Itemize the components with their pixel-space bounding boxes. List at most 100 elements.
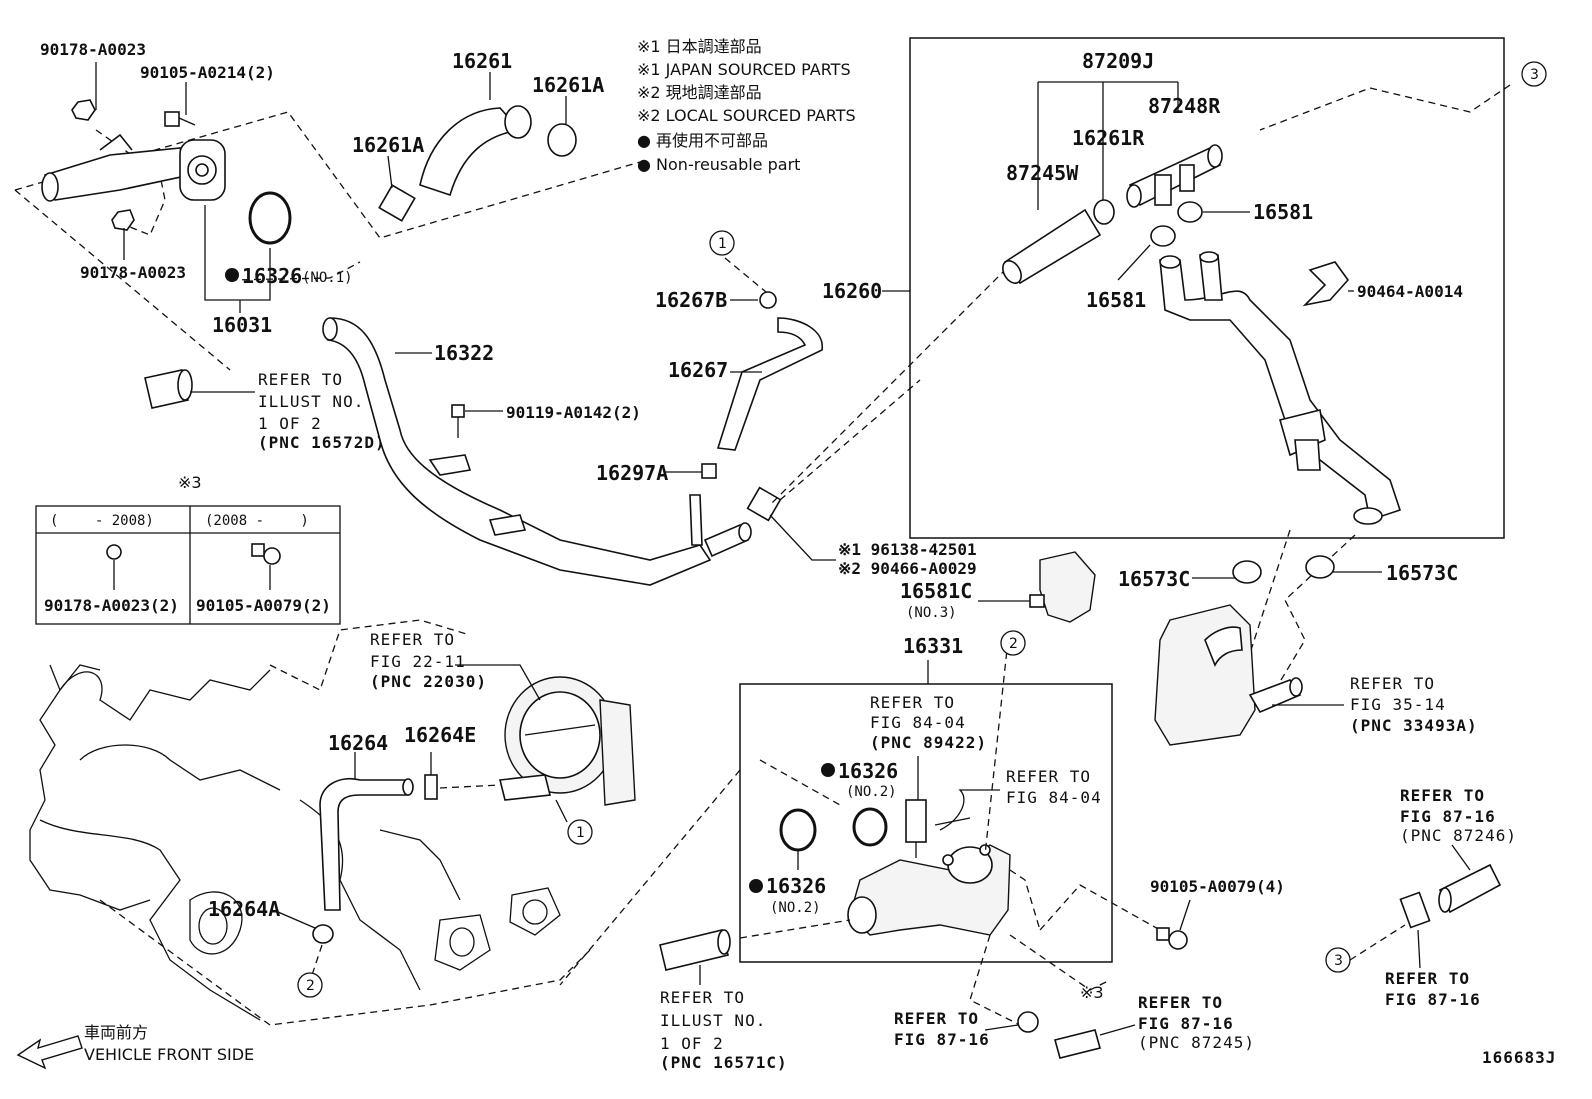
callout-number: 2 — [306, 978, 315, 994]
clamp-icon — [1399, 891, 1431, 929]
label-90119-a0142: 90119-A0142(2) — [506, 403, 641, 422]
ref-fig35-3: (PNC 33493A) — [1350, 716, 1478, 735]
clamp-icon — [1017, 1011, 1039, 1033]
ref-fig84b-2: FIG 84-04 — [1006, 788, 1102, 807]
pipe-stub — [1054, 1029, 1101, 1059]
ref-illust-16572d-4: (PNC 16572D) — [258, 433, 386, 452]
label-16264: 16264 — [328, 731, 388, 755]
callout-number: 2 — [1009, 636, 1018, 652]
ref-fig84a-1: REFER TO — [870, 693, 955, 712]
label-90178-a0023-mid: 90178-A0023 — [80, 263, 186, 282]
label-87209j: 87209J — [1082, 49, 1154, 73]
clamp-icon — [701, 463, 717, 479]
clamp-icon — [424, 774, 438, 800]
non-reusable-dot — [225, 268, 239, 282]
cooler-outlet — [1248, 679, 1302, 714]
clamp-icon — [1150, 225, 1176, 247]
legend-japan-en: ※1 JAPAN SOURCED PARTS — [637, 60, 851, 79]
label-90105-a0214: 90105-A0214(2) — [140, 63, 275, 82]
label-16261: 16261 — [452, 49, 512, 73]
clamp-icon — [1232, 560, 1262, 584]
ref-fig87a-2: FIG 87-16 — [1400, 807, 1496, 826]
label-90466-a0029: ※2 90466-A0029 — [838, 559, 977, 578]
callout-circle-3 — [1521, 61, 1547, 87]
hose-assembly-16260-parts — [1002, 81, 1402, 525]
callout-circle-1 — [709, 230, 735, 256]
clamp-icon — [759, 291, 777, 309]
ref-illust-16571c-2: ILLUST NO. — [660, 1011, 766, 1030]
water-inlet-group — [559, 639, 1161, 1026]
label-16581c: 16581C — [900, 579, 972, 603]
ref-fig87c-1: REFER TO — [894, 1009, 979, 1028]
callout-circle-1 — [567, 819, 593, 845]
bracket — [428, 454, 472, 476]
temperature-sensor — [905, 799, 927, 843]
label-90178-a0023-top: 90178-A0023 — [40, 40, 146, 59]
legend-nonreusable-en: ● Non-reusable part — [637, 155, 800, 174]
ref-illust-16572d-1: REFER TO — [258, 370, 343, 389]
ref-fig35-2: FIG 35-14 — [1350, 695, 1446, 714]
clamp-icon — [378, 184, 416, 222]
ref-fig35-1: REFER TO — [1350, 674, 1435, 693]
ref-fig87a-3: (PNC 87246) — [1400, 826, 1517, 845]
mark-3-bottom: ※3 — [1080, 983, 1104, 1002]
hose-16260 — [1159, 259, 1402, 522]
label-16267b: 16267B — [655, 288, 727, 312]
front-label-jp: 車両前方 — [84, 1023, 148, 1042]
ref-fig87d-3: (PNC 87245) — [1138, 1033, 1255, 1052]
bolt-icon — [1156, 927, 1170, 941]
variant-table — [35, 505, 341, 625]
ref-illust-16571c-1: REFER TO — [660, 988, 745, 1007]
clamp-icon — [1177, 201, 1203, 223]
clip-90464 — [1302, 261, 1350, 307]
bottom-pipe-stubs — [659, 929, 1136, 1059]
throttle-body — [455, 664, 636, 823]
ref-fig84b-1: REFER TO — [1006, 767, 1091, 786]
gasket-ring-no1 — [248, 191, 292, 245]
ref-illust-16572d-2: ILLUST NO. — [258, 392, 364, 411]
connector-16581c — [978, 551, 1096, 623]
hose-16264-group — [277, 752, 501, 976]
ref-fig84a-3: (PNC 89422) — [870, 733, 987, 752]
ref-fig22-3: (PNC 22030) — [370, 672, 487, 691]
water-outlet-pipe — [43, 147, 192, 201]
label-16326-no2-lower-sub: (NO.2) — [770, 900, 821, 916]
label-16573c-left: 16573C — [1118, 567, 1190, 591]
label-87245w: 87245W — [1006, 161, 1079, 185]
hose-16267 — [716, 317, 823, 451]
nut-icon — [71, 99, 96, 121]
bypass-pipe-16322 — [327, 317, 712, 586]
variant-table-mark: ※3 — [178, 473, 202, 492]
hose-assembly-box-16260 — [909, 37, 1505, 539]
right-pipe-group — [1349, 844, 1502, 969]
bolt-icon — [451, 404, 465, 418]
label-16581-right: 16581 — [1253, 200, 1313, 224]
oil-cooler-group — [1154, 529, 1382, 746]
vehicle-front-indicator — [16, 1035, 83, 1070]
diagram-code: 166683J — [1482, 1048, 1556, 1067]
label-90105-a0079-4: 90105-A0079(4) — [1150, 877, 1285, 896]
ref-illust-16572d-3: 1 OF 2 — [258, 414, 322, 433]
bolt-icon — [251, 543, 265, 557]
clamp-icon — [1093, 199, 1115, 225]
hose-16261-group — [378, 72, 577, 222]
bolt-icon — [164, 111, 180, 127]
label-16261a-left: 16261A — [352, 133, 424, 157]
pipe-87248r — [1128, 146, 1222, 207]
legend: ※1 日本調達部品 ※1 JAPAN SOURCED PARTS ※2 現地調達… — [637, 37, 856, 174]
oil-cooler-body — [1154, 604, 1256, 746]
label-16297a: 16297A — [596, 461, 668, 485]
label-16322: 16322 — [434, 341, 494, 365]
label-16581c-sub: (NO.3) — [906, 605, 957, 621]
label-16326-no2-upper-sub: (NO.2) — [846, 784, 897, 800]
ref-fig22-1: REFER TO — [370, 630, 455, 649]
assembly-dashed-outline — [14, 111, 641, 239]
legend-japan-jp: ※1 日本調達部品 — [637, 37, 762, 56]
clip-icon — [746, 486, 782, 522]
callout-circle-2 — [297, 972, 323, 998]
label-16261a-top: 16261A — [532, 73, 604, 97]
callout-number: 3 — [1334, 953, 1343, 969]
label-16267: 16267 — [668, 358, 728, 382]
ref-fig87a-1: REFER TO — [1400, 786, 1485, 805]
